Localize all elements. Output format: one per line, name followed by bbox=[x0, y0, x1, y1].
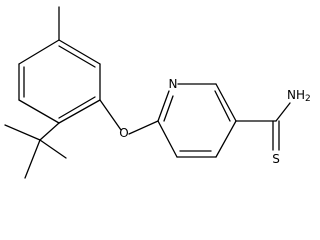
amine-label-text: NH bbox=[287, 88, 305, 102]
ether-bond-aryl bbox=[99, 99, 122, 131]
bond bbox=[18, 39, 60, 65]
bond bbox=[24, 139, 41, 179]
bond bbox=[39, 122, 60, 141]
bond bbox=[58, 99, 101, 124]
bond bbox=[18, 99, 60, 124]
ether-bond-pyridine bbox=[128, 120, 159, 135]
double-bond-inner bbox=[214, 90, 231, 122]
thioamide-group bbox=[235, 102, 291, 151]
double-bond-inner bbox=[58, 96, 96, 119]
bond bbox=[157, 120, 178, 158]
bond bbox=[275, 102, 291, 122]
bond bbox=[58, 39, 101, 65]
pyridine-nitrogen-label: N bbox=[169, 77, 178, 91]
bond bbox=[215, 83, 237, 122]
bond bbox=[157, 90, 170, 122]
tert-butyl-group bbox=[4, 122, 67, 179]
bond bbox=[4, 124, 41, 141]
amine-label: NH2 bbox=[287, 88, 311, 104]
double-bond-inner bbox=[58, 45, 96, 68]
pyridine-ring bbox=[157, 83, 237, 158]
double-bond-inner bbox=[163, 95, 174, 122]
aryl-ring bbox=[18, 39, 101, 124]
chemical-structure: N O NH2 S bbox=[4, 6, 311, 179]
sulfur-label: S bbox=[272, 152, 280, 166]
amine-label-subscript: 2 bbox=[305, 94, 311, 104]
bond bbox=[215, 120, 237, 158]
ether-oxygen-label: O bbox=[119, 126, 128, 140]
bond bbox=[39, 139, 67, 159]
